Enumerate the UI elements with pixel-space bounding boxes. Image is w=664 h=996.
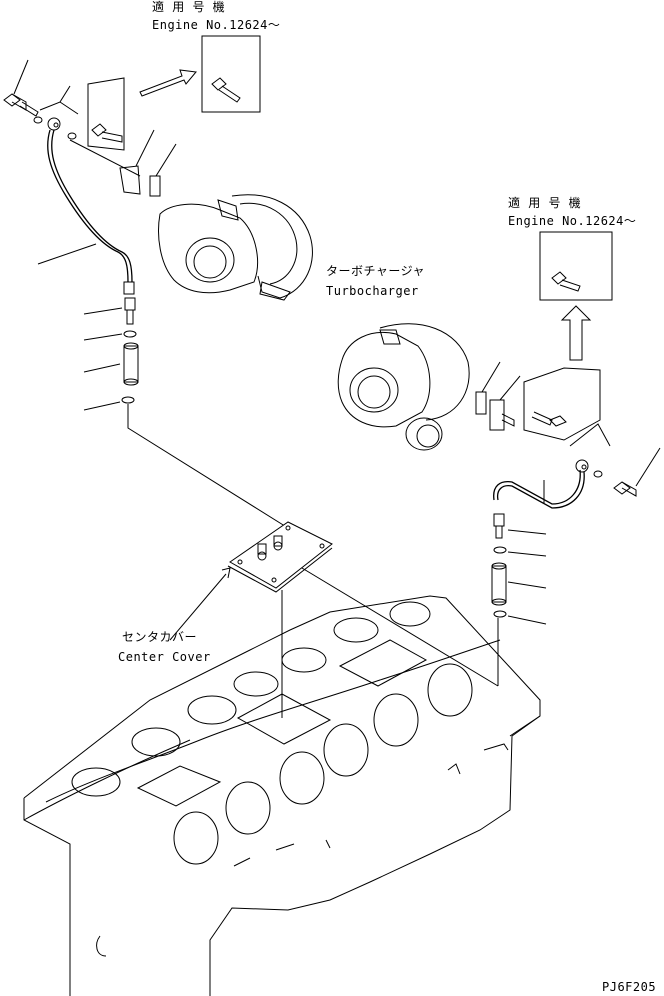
turbocharger-label-en: Turbocharger	[326, 284, 419, 298]
left-spacer-tube	[83, 342, 139, 386]
left-turbocharger	[158, 194, 313, 301]
leader-left-to-cover	[127, 404, 289, 529]
right-oil-pipe	[493, 469, 585, 509]
right-bracket-plate	[523, 367, 601, 441]
center-cover-label-ja: センタカバー	[122, 630, 198, 644]
left-callout-bolt-icon	[211, 77, 241, 103]
leader-right-to-cover	[291, 561, 499, 687]
left-callout-box	[201, 35, 261, 113]
center-cover-arrow-line	[169, 573, 227, 641]
left-oil-pipe	[47, 129, 135, 295]
right-engine-label-en: Engine No.12624〜	[508, 214, 637, 228]
left-arrow-to-callout	[139, 69, 197, 97]
leader-pipe-left	[37, 243, 97, 265]
center-cover-arrowhead	[221, 567, 231, 579]
figure-code: PJ6F205	[602, 980, 657, 994]
right-stay-brackets	[475, 361, 521, 431]
right-washers	[569, 423, 611, 478]
left-washers	[33, 85, 79, 140]
turbocharger-label-ja: ターボチャージャ	[326, 264, 426, 278]
right-turbocharger	[337, 323, 470, 451]
center-cover-label-en: Center Cover	[118, 650, 211, 664]
left-engine-label-en: Engine No.12624〜	[152, 18, 281, 32]
left-engine-label-ja: 適 用 号 機	[152, 0, 226, 14]
engine-block	[23, 595, 541, 996]
left-connector	[83, 297, 136, 325]
right-arrow-up	[560, 305, 592, 361]
right-spacer-tube	[491, 562, 547, 606]
left-stay-brackets	[69, 129, 177, 197]
center-cover-plate	[227, 521, 333, 593]
left-bolt-top	[3, 59, 39, 117]
left-gasket	[83, 396, 135, 411]
right-gasket	[493, 610, 547, 625]
left-small-washer	[83, 330, 137, 341]
right-callout-box	[539, 231, 613, 301]
right-engine-label-ja: 適 用 号 機	[508, 196, 582, 210]
left-bracket-plate	[87, 77, 125, 151]
right-bolt	[613, 447, 661, 497]
right-connector	[493, 513, 547, 539]
right-small-washer	[493, 546, 547, 557]
